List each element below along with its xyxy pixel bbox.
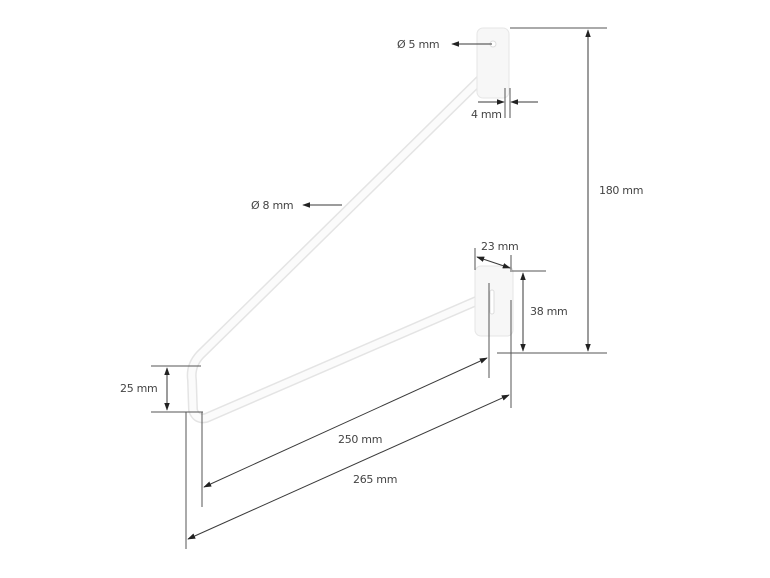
label-plate-thickness: 4 mm xyxy=(471,108,502,121)
dimension-total-depth: 265 mm xyxy=(187,394,510,540)
dimension-total-height: 180 mm xyxy=(497,27,643,354)
dimension-inner-depth: 250 mm xyxy=(203,357,488,488)
bracket xyxy=(186,27,514,424)
screw-slot-lower xyxy=(489,289,495,315)
bracket-rod xyxy=(186,65,495,424)
label-rod-diameter: Ø 8 mm xyxy=(251,199,293,212)
lower-mounting-plate xyxy=(474,265,514,337)
label-total-height: 180 mm xyxy=(599,184,643,197)
label-total-depth: 265 mm xyxy=(353,473,397,486)
dimension-lower-plate-width: 23 mm xyxy=(474,240,519,270)
dimension-hole-diameter: Ø 5 mm xyxy=(397,38,492,51)
label-hole-diameter: Ø 5 mm xyxy=(397,38,439,51)
upper-mounting-plate xyxy=(476,27,510,99)
dimension-rod-diameter: Ø 8 mm xyxy=(251,199,342,212)
label-lower-plate-width: 23 mm xyxy=(481,240,518,253)
dimension-plate-thickness: 4 mm xyxy=(471,88,538,121)
label-front-drop: 25 mm xyxy=(120,382,157,395)
dimension-lower-plate-height: 38 mm xyxy=(510,270,568,352)
label-lower-plate-height: 38 mm xyxy=(530,305,567,318)
label-inner-depth: 250 mm xyxy=(338,433,382,446)
